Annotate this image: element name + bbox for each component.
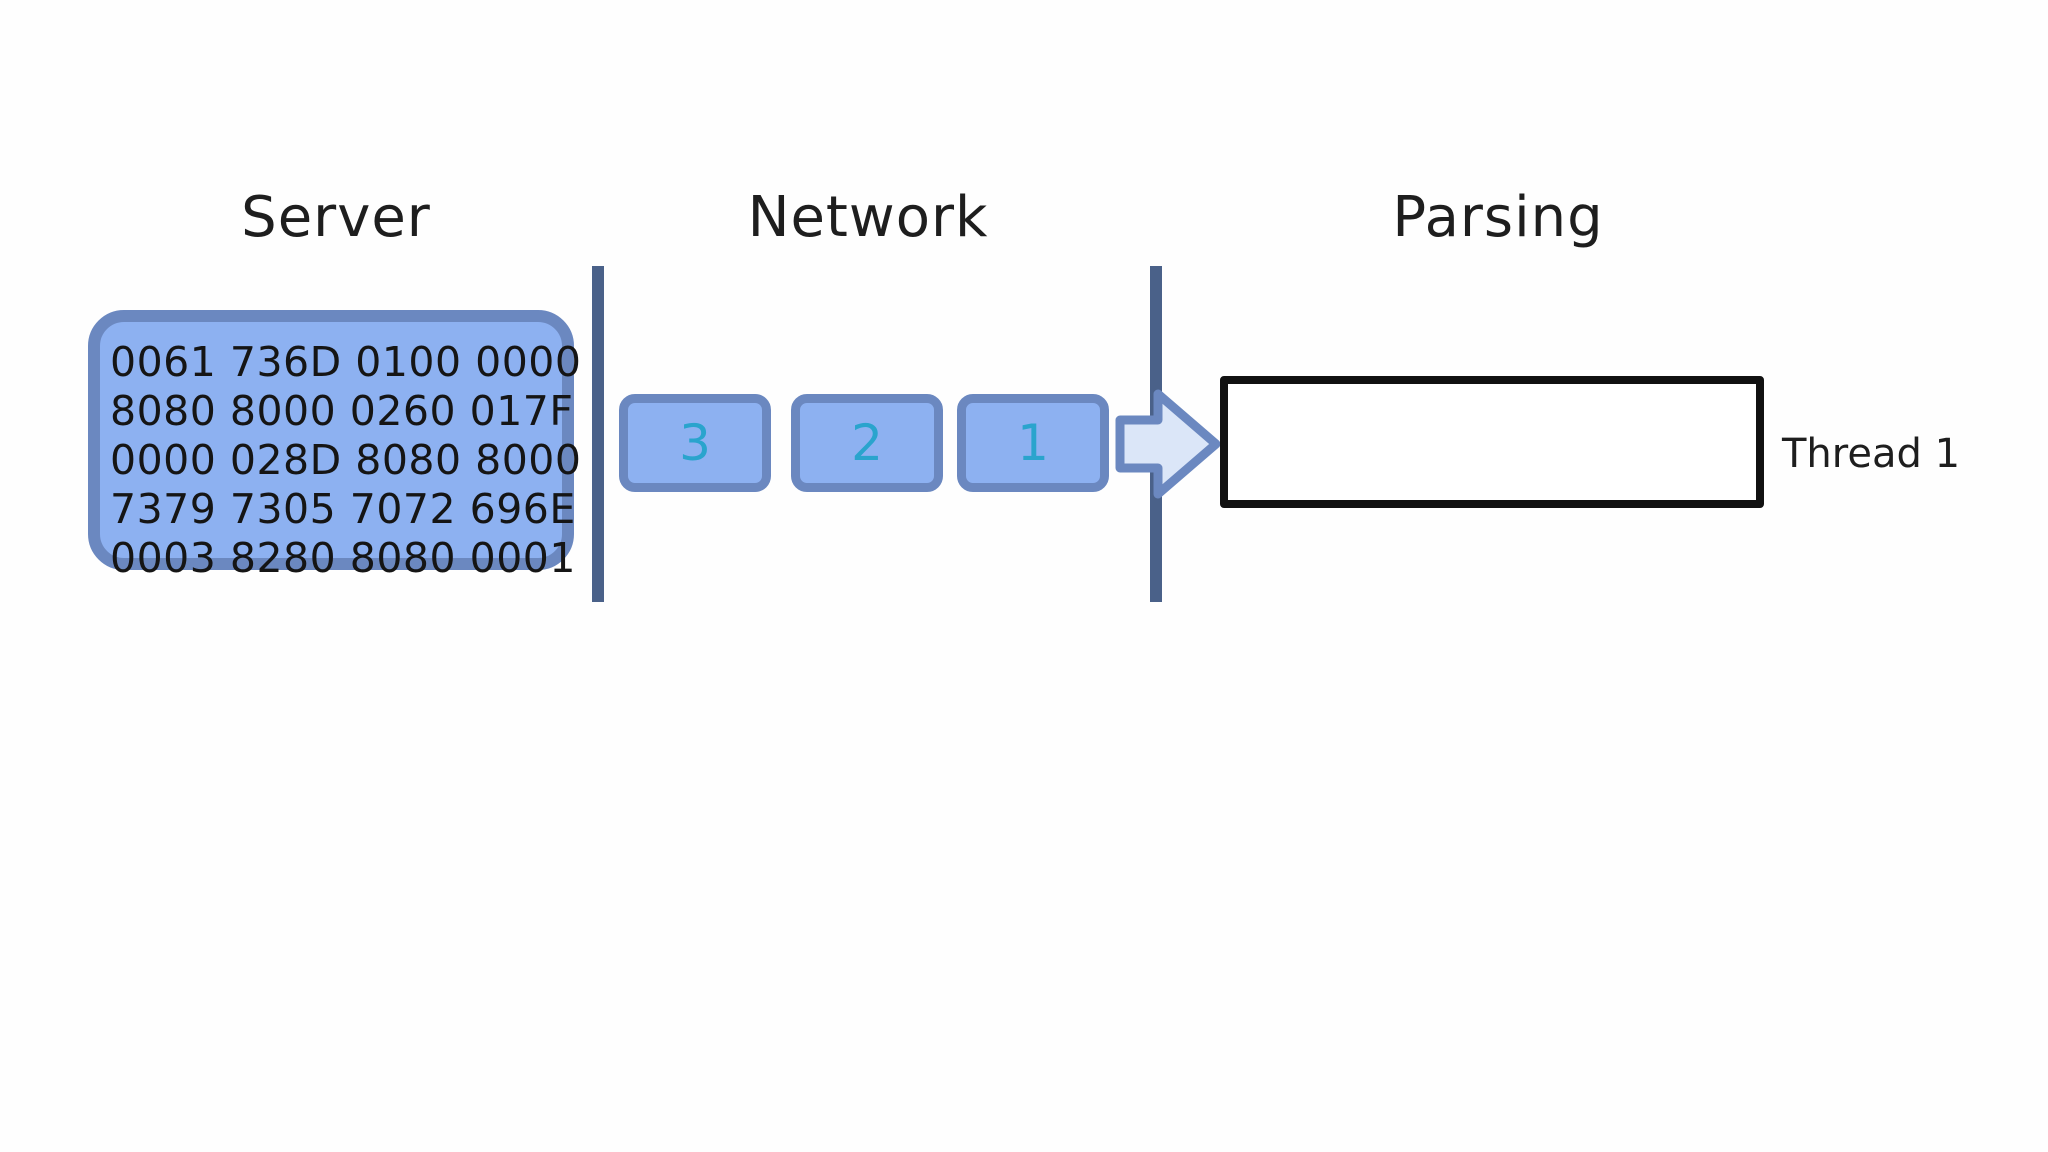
network-packet: 1 xyxy=(957,394,1109,492)
thread-label: Thread 1 xyxy=(1782,431,1961,477)
hex-line: 7379 7305 7072 696E xyxy=(110,485,576,533)
packet-number: 1 xyxy=(1017,414,1049,472)
hex-line: 0003 8280 8080 0001 xyxy=(110,534,576,582)
parsing-heading: Parsing xyxy=(1392,185,1604,250)
server-data-block: 0061 736D 0100 0000 8080 8000 0260 017F … xyxy=(88,310,582,582)
hex-line: 0061 736D 0100 0000 xyxy=(110,338,582,386)
packet-number: 3 xyxy=(679,414,711,472)
hex-line: 0000 028D 8080 8000 xyxy=(110,436,582,484)
thread-buffer xyxy=(1220,376,1764,508)
network-packet: 2 xyxy=(791,394,943,492)
network-packet: 3 xyxy=(619,394,771,492)
right-arrow-icon xyxy=(1115,389,1221,499)
server-heading: Server xyxy=(241,185,431,250)
server-network-divider xyxy=(592,266,604,602)
packet-number: 2 xyxy=(851,414,883,472)
network-heading: Network xyxy=(747,185,989,250)
hex-line: 8080 8000 0260 017F xyxy=(110,387,574,435)
